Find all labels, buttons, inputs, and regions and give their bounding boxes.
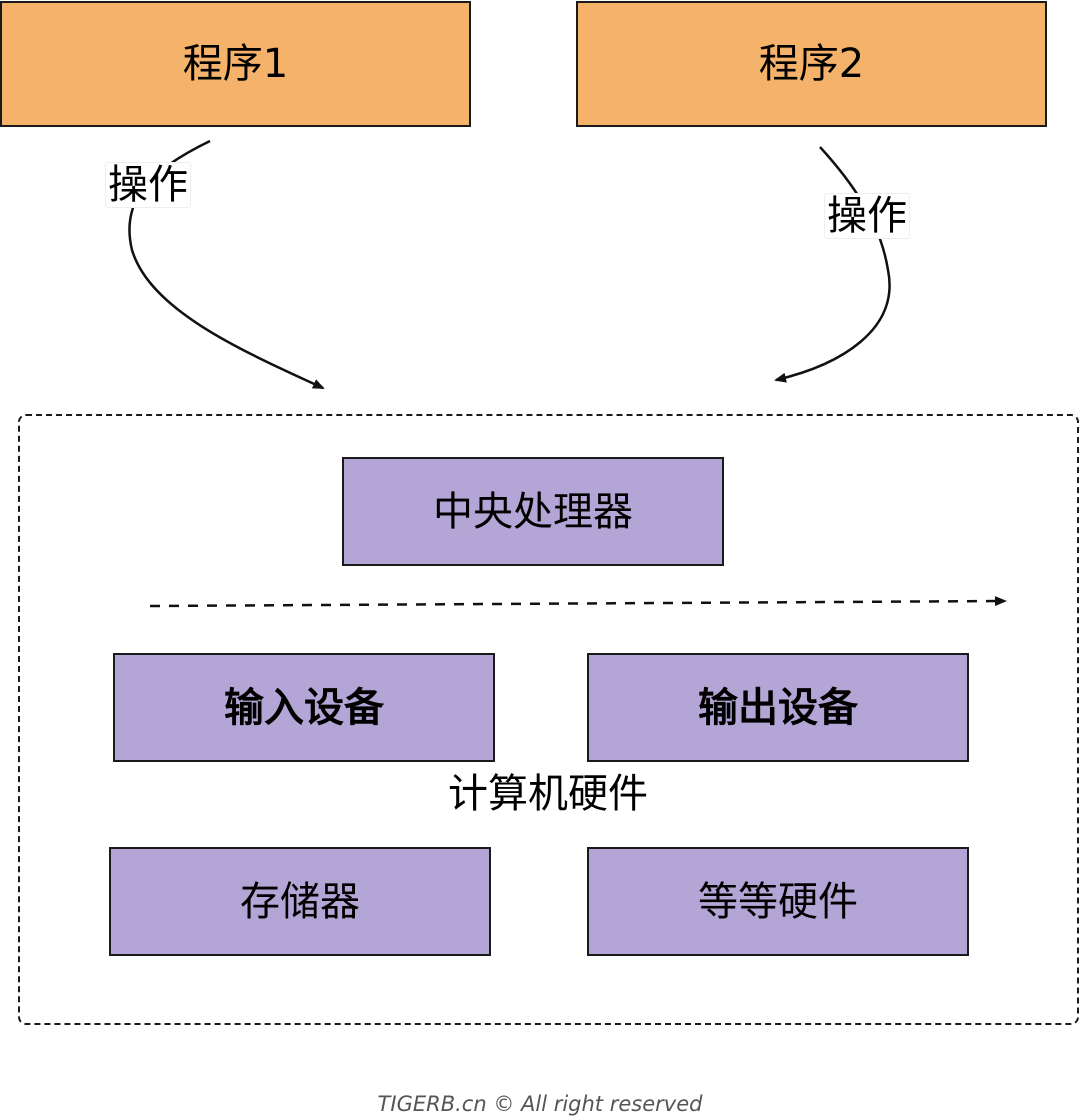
storage-label: 存储器 xyxy=(240,878,360,925)
operation-label-1: 操作 xyxy=(105,162,191,208)
output-device-label: 输出设备 xyxy=(698,684,858,731)
program-2-box: 程序2 xyxy=(576,1,1047,127)
cpu-box: 中央处理器 xyxy=(342,457,724,566)
other-hardware-label: 等等硬件 xyxy=(698,878,858,925)
program-2-label: 程序2 xyxy=(758,41,865,87)
hardware-title: 计算机硬件 xyxy=(448,771,648,817)
output-device-box: 输出设备 xyxy=(587,653,969,762)
program-1-label: 程序1 xyxy=(182,41,289,87)
storage-box: 存储器 xyxy=(109,847,491,956)
input-device-label: 输入设备 xyxy=(224,684,384,731)
operation-arrow-2 xyxy=(774,146,891,383)
other-hardware-box: 等等硬件 xyxy=(587,847,969,956)
program-1-box: 程序1 xyxy=(0,1,471,127)
hardware-container xyxy=(18,414,1079,1025)
operation-label-2: 操作 xyxy=(824,193,910,239)
copyright-footer: TIGERB.cn © All right reserved xyxy=(377,1092,703,1116)
input-device-box: 输入设备 xyxy=(113,653,495,762)
cpu-label: 中央处理器 xyxy=(433,488,633,535)
